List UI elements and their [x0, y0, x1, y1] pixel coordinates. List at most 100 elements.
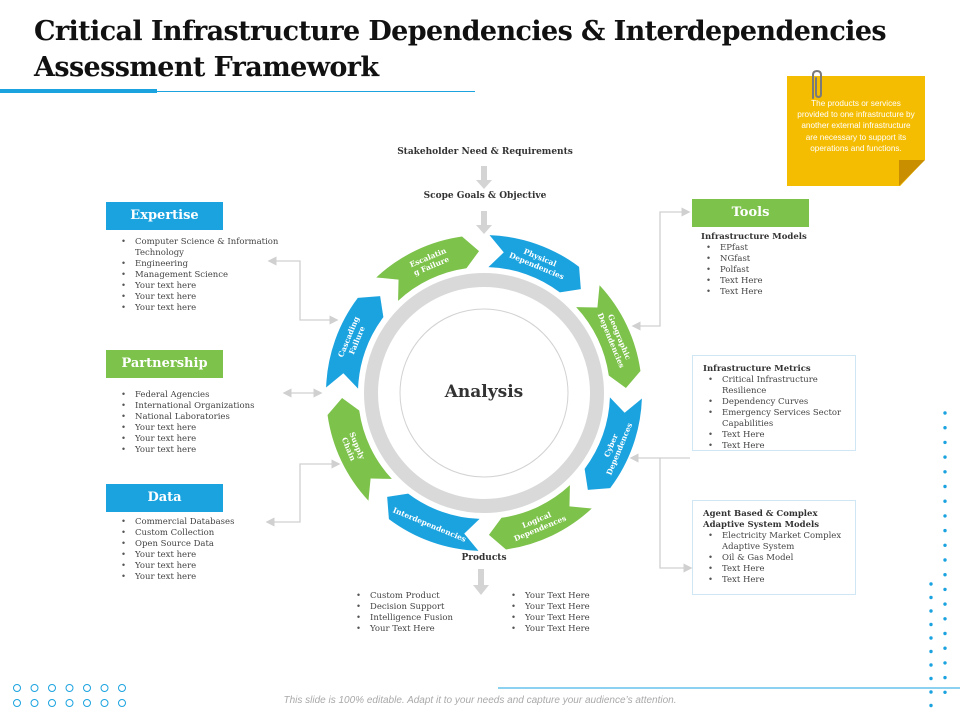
list-item: Text Here	[706, 276, 806, 287]
list-item: Engineering	[121, 259, 281, 270]
decorative-dot	[929, 636, 933, 640]
products-right-list: Your Text HereYour Text HereYour Text He…	[511, 591, 631, 635]
segment-arrow	[488, 235, 581, 293]
decorative-dots	[13, 411, 947, 708]
expertise-header: Expertise	[106, 202, 223, 230]
list-item: Dependency Curves	[708, 397, 854, 408]
decorative-dot	[943, 411, 947, 415]
data-list: Commercial DatabasesCustom CollectionOpe…	[121, 517, 271, 583]
decorative-dot	[929, 703, 933, 708]
list-item: Management Science	[121, 270, 281, 281]
decorative-dot	[929, 663, 933, 667]
decorative-dot	[48, 684, 56, 692]
decorative-dot	[929, 609, 933, 613]
decorative-dot	[943, 617, 947, 621]
sticky-note-text: The products or services provided to one…	[797, 99, 915, 153]
list-item: Text Here	[708, 430, 854, 441]
down-arrow-products	[473, 569, 489, 595]
list-item: Your text here	[121, 561, 271, 572]
list-item: Your text here	[121, 550, 271, 561]
decorative-dot	[929, 622, 933, 627]
list-item: Your Text Here	[511, 624, 631, 635]
list-item: Your text here	[121, 292, 281, 303]
list-item: Critical Infrastructure Resilience	[708, 375, 854, 397]
list-item: National Laboratories	[121, 412, 271, 423]
list-item: Text Here	[706, 287, 806, 298]
decorative-dot	[13, 699, 21, 707]
list-item: Custom Product	[356, 591, 476, 602]
decorative-dot	[943, 440, 947, 445]
expertise-list: Computer Science & Information Technolog…	[121, 237, 281, 314]
tools-connector-bottom	[659, 457, 693, 573]
infrastructure-models-list: EPfastNGfastPolfastText HereText Here	[706, 243, 806, 298]
list-item: Your text here	[121, 434, 271, 445]
page-title: Critical Infrastructure Dependencies & I…	[34, 16, 887, 83]
list-item: Electricity Market Complex Adaptive Syst…	[708, 531, 848, 553]
list-item: Your Text Here	[511, 591, 631, 602]
list-item: Federal Agencies	[121, 390, 271, 401]
segment-ring: PhysicalDependenciesGeographicDependenci…	[326, 235, 642, 551]
outer-gray-ring	[364, 273, 604, 513]
decorative-dot	[943, 470, 947, 474]
tools-connector-top	[631, 207, 691, 331]
list-item: Your text here	[121, 572, 271, 583]
list-item: Decision Support	[356, 602, 476, 613]
decorative-dot	[943, 558, 947, 562]
list-item: Computer Science & Information Technolog…	[121, 237, 281, 259]
decorative-dot	[943, 646, 947, 650]
list-item: Emergency Services Sector Capabilities	[708, 408, 854, 430]
decorative-dot	[48, 699, 56, 707]
list-item: Commercial Databases	[121, 517, 271, 528]
title-underline-accent	[0, 89, 157, 93]
decorative-dot	[929, 690, 933, 694]
decorative-dot	[118, 684, 126, 692]
decorative-dot	[929, 676, 933, 681]
segment-arrow	[387, 493, 480, 551]
data-header: Data	[106, 484, 223, 512]
segment-arrow	[327, 397, 392, 501]
list-item: International Organizations	[121, 401, 271, 412]
decorative-dot	[943, 631, 947, 636]
infrastructure-metrics-list: Critical Infrastructure ResilienceDepend…	[708, 375, 854, 452]
expertise-connector	[267, 256, 339, 325]
decorative-dot	[943, 484, 947, 489]
list-item: Text Here	[708, 441, 854, 452]
agent-models-list: Electricity Market Complex Adaptive Syst…	[708, 531, 848, 586]
decorative-dot	[929, 582, 933, 586]
decorative-dot	[943, 573, 947, 577]
decorative-dot	[100, 699, 109, 707]
decorative-dot	[83, 684, 91, 692]
list-item: Custom Collection	[121, 528, 271, 539]
decorative-dot	[30, 684, 39, 692]
list-item: Oil & Gas Model	[708, 553, 848, 564]
products-left-list: Custom ProductDecision SupportIntelligen…	[356, 591, 476, 635]
products-label: Products	[461, 553, 507, 563]
paperclip-icon	[812, 69, 822, 99]
data-connector	[265, 459, 341, 527]
decorative-dot	[943, 455, 947, 459]
decorative-dot	[83, 699, 91, 707]
decorative-dot	[929, 595, 933, 600]
decorative-dot	[929, 649, 933, 654]
decorative-dot	[943, 543, 947, 547]
decorative-dot	[943, 661, 947, 665]
list-item: Your Text Here	[511, 613, 631, 624]
scope-label: Scope Goals & Objective	[423, 191, 547, 201]
partnership-header: Partnership	[106, 350, 223, 378]
list-item: Your text here	[121, 423, 271, 434]
decorative-dot	[100, 684, 109, 692]
agent-models-box	[692, 500, 856, 595]
list-item: EPfast	[706, 243, 806, 254]
partnership-list: Federal AgenciesInternational Organizati…	[121, 390, 271, 456]
decorative-dot	[943, 426, 947, 430]
down-arrow-2	[476, 211, 492, 234]
list-item: NGfast	[706, 254, 806, 265]
list-item: Intelligence Fusion	[356, 613, 476, 624]
agent-models-title: Agent Based & Complex Adaptive System Mo…	[703, 509, 820, 530]
list-item: Polfast	[706, 265, 806, 276]
list-item: Your Text Here	[511, 602, 631, 613]
title-underline	[157, 91, 475, 92]
list-item: Your text here	[121, 445, 271, 456]
segment-arrow	[576, 285, 641, 389]
decorative-dot	[943, 587, 947, 592]
